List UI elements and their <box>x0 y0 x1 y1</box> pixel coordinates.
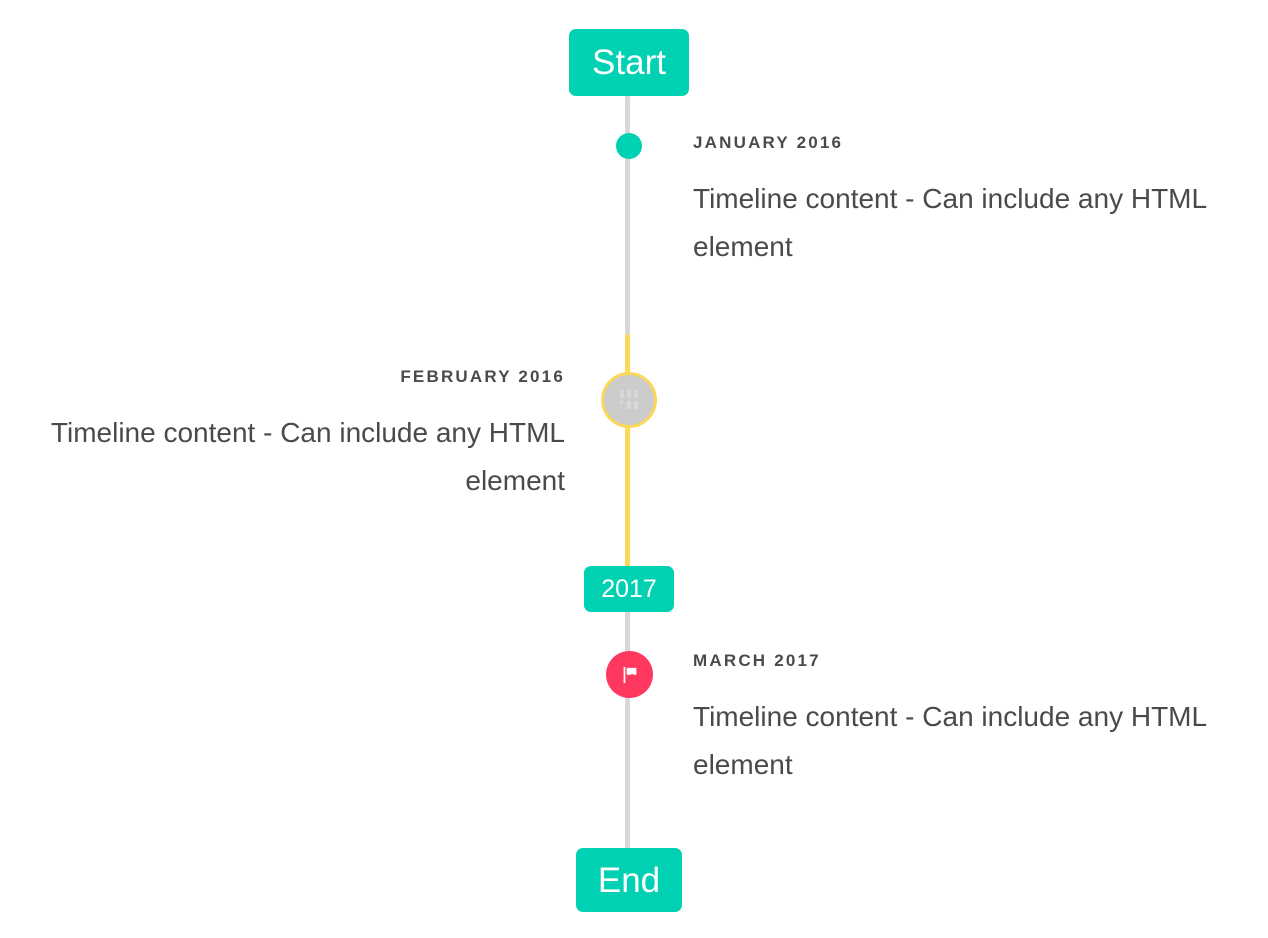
timeline-item-february-2016: FEBRUARY 2016 Timeline content - Can inc… <box>40 367 565 505</box>
flag-icon <box>623 666 636 683</box>
timeline-end-badge[interactable]: End <box>576 848 682 912</box>
broken-image-icon <box>618 390 640 410</box>
timeline-item-heading: FEBRUARY 2016 <box>400 367 565 386</box>
timeline-start-badge[interactable]: Start <box>569 29 689 96</box>
timeline-item-body: Timeline content - Can include any HTML … <box>50 416 565 496</box>
timeline-marker-broken-image-icon[interactable] <box>601 372 657 428</box>
timeline-rail-bottom <box>625 611 630 851</box>
timeline-item-january-2016: JANUARY 2016 Timeline content - Can incl… <box>693 133 1223 271</box>
timeline-rail-top <box>625 95 630 335</box>
timeline-item-body: Timeline content - Can include any HTML … <box>693 700 1207 780</box>
timeline-item-march-2017: MARCH 2017 Timeline content - Can includ… <box>693 651 1223 789</box>
timeline-item-heading: JANUARY 2016 <box>693 133 844 152</box>
timeline-year-divider-badge[interactable]: 2017 <box>584 566 674 612</box>
timeline-item-body: Timeline content - Can include any HTML … <box>693 182 1207 262</box>
timeline-rail-highlighted <box>625 334 630 568</box>
timeline-start-label: Start <box>592 43 666 82</box>
timeline-marker-flag-icon[interactable] <box>606 651 653 698</box>
timeline-item-heading: MARCH 2017 <box>693 651 821 670</box>
timeline-end-label: End <box>597 860 661 900</box>
timeline-marker-dot-icon[interactable] <box>616 133 642 159</box>
timeline-year-divider-label: 2017 <box>601 574 657 603</box>
